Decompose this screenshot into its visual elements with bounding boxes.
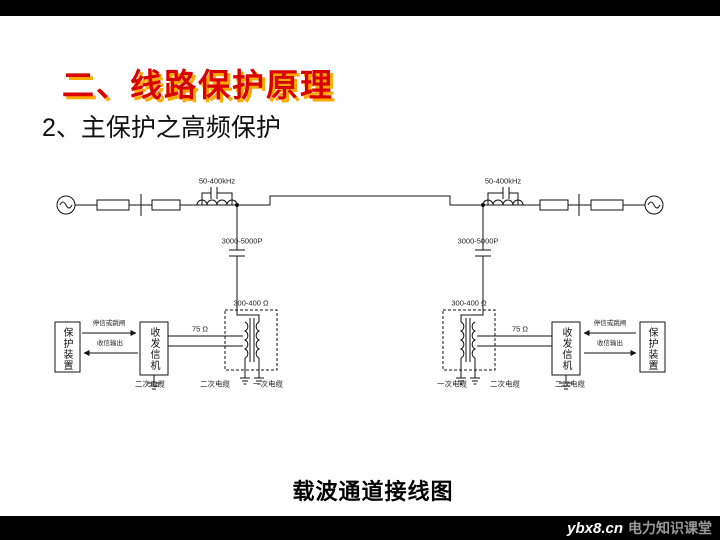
slide-title: 二、线路保护原理 <box>62 67 335 103</box>
breaker-symbols <box>96 199 624 211</box>
transceiver-label-left: 收发信机 <box>148 327 159 371</box>
coax-cable-right <box>477 335 552 347</box>
coupling-filter-left <box>224 309 278 385</box>
bus-ticks <box>140 194 580 216</box>
ground-symbols <box>147 375 573 390</box>
filter-impedance-label-left: 300-400 Ω <box>233 298 269 308</box>
coupling-cap-label-left: 3000-5000P <box>221 236 263 246</box>
transceiver-label-right: 收发信机 <box>560 327 571 371</box>
recv-signal-label-left: 收信输出 <box>97 339 123 347</box>
wave-trap-right-icon <box>482 187 524 206</box>
coax-impedance-label-right: 75 Ω <box>511 324 529 334</box>
signal-arrows <box>82 330 637 356</box>
cable-label-4: 二次电缆 <box>490 379 520 389</box>
protection-device-label-right: 保护装置 <box>646 327 657 371</box>
equipment-boxes <box>54 321 666 376</box>
footer-brand: ybx8.cn <box>567 519 623 537</box>
protection-device-label-left: 保护装置 <box>61 327 72 371</box>
coupling-capacitor-left-icon <box>229 202 245 310</box>
coupling-cap-label-right: 3000-5000P <box>457 236 499 246</box>
wave-trap-freq-label-right: 50-400kHz <box>484 176 522 186</box>
diagram-caption: 载波通道接线图 <box>292 479 454 504</box>
cable-label-3: 一次电缆 <box>437 379 467 389</box>
generator-right-icon <box>644 195 664 215</box>
bottom-black-bar: ybx8.cn 电力知识课堂 <box>0 516 720 540</box>
coupling-filter-right <box>442 309 496 385</box>
top-black-bar <box>0 0 720 16</box>
slide-subtitle: 2、主保护之高频保护 <box>42 114 281 142</box>
cable-label-5: 二次电缆 <box>555 379 585 389</box>
generator-left-icon <box>56 195 76 215</box>
cmd-signal-label-left: 停信或跳闸 <box>92 319 126 327</box>
footer-site-name: 电力知识课堂 <box>628 520 712 536</box>
cmd-signal-label-right: 停信或跳闸 <box>593 319 627 327</box>
coax-cable-left <box>168 335 243 347</box>
coupling-capacitor-right-icon <box>475 202 491 310</box>
coax-impedance-label-left: 75 Ω <box>191 324 209 334</box>
cable-label-2: 一次电缆 <box>253 379 283 389</box>
cable-label-0: 二次电缆 <box>135 379 165 389</box>
filter-impedance-label-right: 300-400 Ω <box>451 298 487 308</box>
wave-trap-left-icon <box>196 187 238 206</box>
recv-signal-label-right: 收信输出 <box>597 339 623 347</box>
cable-label-1: 二次电缆 <box>200 379 230 389</box>
wave-trap-freq-label-left: 50-400kHz <box>198 176 236 186</box>
